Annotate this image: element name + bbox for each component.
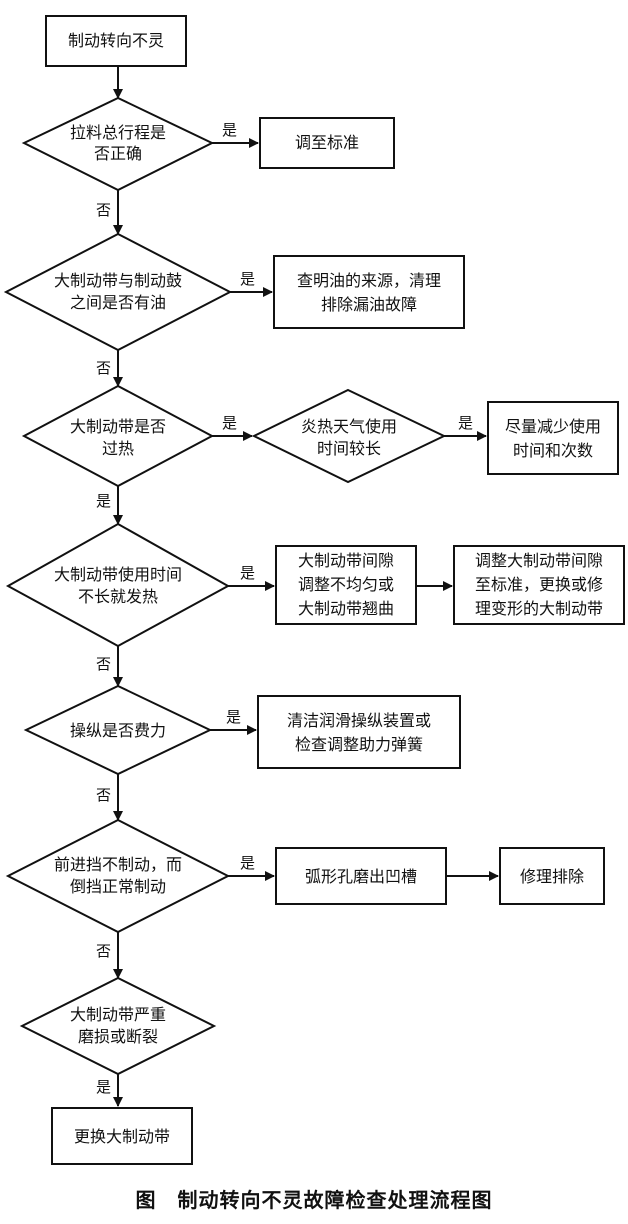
cause-uneven-gap-line3: 大制动带翘曲 — [298, 599, 394, 618]
action-repair: 修理排除 — [499, 847, 605, 905]
label-no: 否 — [96, 201, 111, 219]
decision-forward-no-brake-line2: 倒挡正常制动 — [70, 877, 166, 896]
cause-arc-hole-groove-label: 弧形孔磨出凹槽 — [305, 867, 417, 886]
decision-forward-no-brake: 前进挡不制动，而 倒挡正常制动 — [5, 818, 231, 934]
decision-overheat-line1: 大制动带是否 — [70, 417, 166, 436]
action-find-oil-source: 查明油的来源，清理 排除漏油故障 — [273, 255, 465, 329]
connectors — [113, 66, 499, 1107]
figure-caption: 图 制动转向不灵故障检查处理流程图 — [135, 1188, 493, 1212]
decision-severe-wear-line2: 磨损或断裂 — [78, 1027, 158, 1046]
action-adjust-gap-line2: 至标准，更换或修 — [475, 575, 603, 594]
decision-effortful-label: 操纵是否费力 — [70, 721, 166, 740]
action-adjust-gap: 调整大制动带间隙 至标准，更换或修 理变形的大制动带 — [453, 545, 625, 625]
start-box: 制动转向不灵 — [45, 15, 187, 67]
action-adjust-gap-line3: 理变形的大制动带 — [475, 599, 603, 618]
label-yes: 是 — [458, 414, 473, 432]
action-clean-lubricate-line2: 检查调整助力弹簧 — [295, 735, 423, 754]
cause-uneven-gap: 大制动带间隙 调整不均匀或 大制动带翘曲 — [275, 545, 417, 625]
label-yes: 是 — [222, 414, 237, 432]
decision-total-stroke-line1: 拉料总行程是 — [70, 123, 166, 142]
decision-total-stroke-line2: 否正确 — [94, 144, 142, 163]
decision-short-use-heating-line2: 不长就发热 — [78, 587, 158, 606]
decision-short-use-heating: 大制动带使用时间 不长就发热 — [5, 522, 231, 648]
decision-hot-weather-line1: 炎热天气使用 — [301, 417, 397, 436]
action-repair-label: 修理排除 — [520, 867, 584, 886]
label-yes: 是 — [96, 492, 111, 510]
decision-effortful: 操纵是否费力 — [23, 684, 213, 776]
end-box: 更换大制动带 — [51, 1107, 193, 1165]
decision-hot-weather-line2: 时间较长 — [317, 439, 381, 458]
decision-oil-between: 大制动带与制动鼓 之间是否有油 — [3, 232, 233, 352]
label-no: 否 — [96, 942, 111, 960]
action-find-oil-source-line2: 排除漏油故障 — [321, 295, 417, 314]
decision-hot-weather: 炎热天气使用 时间较长 — [251, 388, 447, 484]
label-yes: 是 — [226, 708, 241, 726]
label-yes: 是 — [222, 121, 237, 139]
label-no: 否 — [96, 786, 111, 804]
end-label: 更换大制动带 — [74, 1127, 170, 1146]
action-adjust-gap-line1: 调整大制动带间隙 — [475, 551, 603, 570]
decision-overheat: 大制动带是否 过热 — [21, 384, 215, 488]
label-yes: 是 — [240, 854, 255, 872]
action-reduce-usage: 尽量减少使用 时间和次数 — [487, 401, 619, 475]
label-yes: 是 — [240, 564, 255, 582]
cause-uneven-gap-line2: 调整不均匀或 — [298, 575, 394, 594]
label-yes: 是 — [240, 270, 255, 288]
cause-uneven-gap-line1: 大制动带间隙 — [298, 551, 394, 570]
action-clean-lubricate: 清洁润滑操纵装置或 检查调整助力弹簧 — [257, 695, 461, 769]
label-no: 否 — [96, 359, 111, 377]
action-reduce-usage-line2: 时间和次数 — [513, 441, 593, 460]
action-clean-lubricate-line1: 清洁润滑操纵装置或 — [287, 711, 431, 730]
decision-total-stroke: 拉料总行程是 否正确 — [21, 96, 215, 192]
action-reduce-usage-line1: 尽量减少使用 — [505, 417, 601, 436]
action-find-oil-source-line1: 查明油的来源，清理 — [297, 271, 441, 290]
decision-oil-between-line1: 大制动带与制动鼓 — [54, 271, 182, 290]
label-no: 否 — [96, 655, 111, 673]
decision-severe-wear-line1: 大制动带严重 — [70, 1005, 166, 1024]
start-label: 制动转向不灵 — [68, 31, 164, 50]
action-adjust-standard: 调至标准 — [259, 117, 395, 169]
action-adjust-standard-label: 调至标准 — [295, 133, 359, 152]
label-yes: 是 — [96, 1078, 111, 1096]
decision-severe-wear: 大制动带严重 磨损或断裂 — [19, 976, 217, 1076]
flowchart: 是 否 是 否 是 是 是 是 否 是 否 是 否 是 制动转向不灵 拉料总行程… — [3, 15, 625, 1165]
branch-labels: 是 否 是 否 是 是 是 是 否 是 否 是 否 是 — [96, 121, 473, 1096]
decision-overheat-line2: 过热 — [102, 439, 134, 458]
decision-forward-no-brake-line1: 前进挡不制动，而 — [54, 855, 182, 874]
decision-short-use-heating-line1: 大制动带使用时间 — [54, 565, 182, 584]
decision-oil-between-line2: 之间是否有油 — [70, 293, 166, 312]
cause-arc-hole-groove: 弧形孔磨出凹槽 — [275, 847, 447, 905]
